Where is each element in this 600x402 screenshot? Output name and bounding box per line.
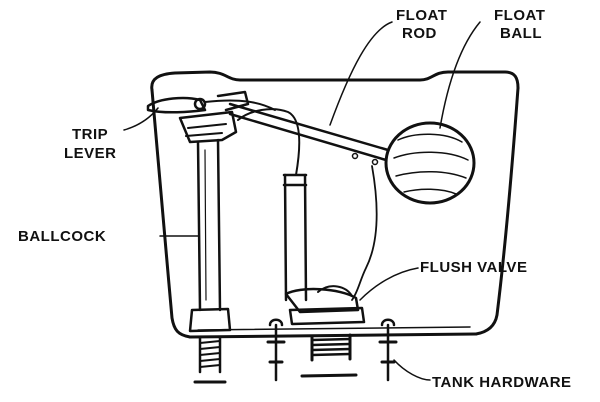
overflow-tube-top: [282, 173, 308, 187]
tank-rim: [150, 70, 520, 92]
flush-valve-assembly: [237, 108, 378, 378]
labels: FLOAT ROD FLOAT BALL TRIP LEVER BALLCOCK…: [18, 7, 572, 391]
trip-lever-label-line1: TRIP: [72, 126, 108, 143]
ballcock-label: BALLCOCK: [18, 228, 106, 245]
float-rod-leader: [329, 21, 393, 126]
tank-bottom: [188, 332, 478, 339]
trip-lever-label-line2: LEVER: [64, 145, 117, 162]
float-ball-leader: [439, 21, 481, 129]
tank-bolt-left-nuts: [266, 340, 286, 364]
float-rod-label-line1: FLOAT: [396, 7, 447, 24]
leader-lines: [123, 21, 481, 381]
flush-valve-seat: [288, 306, 366, 326]
flapper-dome: [317, 285, 353, 297]
trip-lever-handle: [146, 96, 207, 114]
tank-bolt-right-nuts: [378, 340, 398, 364]
float-arm-assembly: [216, 90, 390, 166]
tank-bolt-left: [268, 318, 284, 382]
tank-left-wall: [150, 88, 192, 339]
tank: [150, 70, 520, 339]
float-rod-rivet-2: [371, 158, 379, 166]
flush-valve-leader: [359, 267, 419, 301]
trip-lever-pivot: [193, 97, 207, 111]
flush-valve-locknut: [300, 373, 358, 378]
ballcock-tube-highlight: [204, 149, 207, 301]
ballcock-assembly: [178, 110, 238, 384]
float-ball-body: [384, 121, 476, 205]
refill-tube: [237, 108, 301, 176]
flush-valve-spud-threads: [310, 337, 352, 357]
tank-right-wall: [474, 86, 520, 336]
float-rod-rivet: [351, 152, 359, 160]
trip-lever-leader: [123, 107, 159, 131]
float-rod-label-line2: ROD: [402, 25, 437, 42]
ballcock-base-nut: [188, 307, 232, 333]
tank-hardware-label: TANK HARDWARE: [432, 374, 572, 391]
ballcock-tube: [196, 138, 222, 312]
lift-chain: [351, 165, 378, 301]
tank-bottom-inner: [197, 326, 471, 331]
ballcock-head-lines: [185, 123, 227, 137]
tank-hardware: [266, 318, 398, 382]
float-ball-shading: [393, 133, 469, 195]
overflow-tube: [283, 173, 308, 302]
float-ball-label-line1: FLOAT: [494, 7, 545, 24]
float-ball-label-line2: BALL: [500, 25, 542, 42]
flush-valve-label: FLUSH VALVE: [420, 259, 527, 276]
flush-valve-flapper: [284, 287, 360, 314]
tank-hardware-leader: [393, 359, 431, 381]
float-ball: [384, 121, 476, 205]
tank-bolt-right: [380, 318, 396, 382]
ballcock-valve-head: [178, 110, 238, 144]
ballcock-shank-threads: [199, 340, 221, 368]
